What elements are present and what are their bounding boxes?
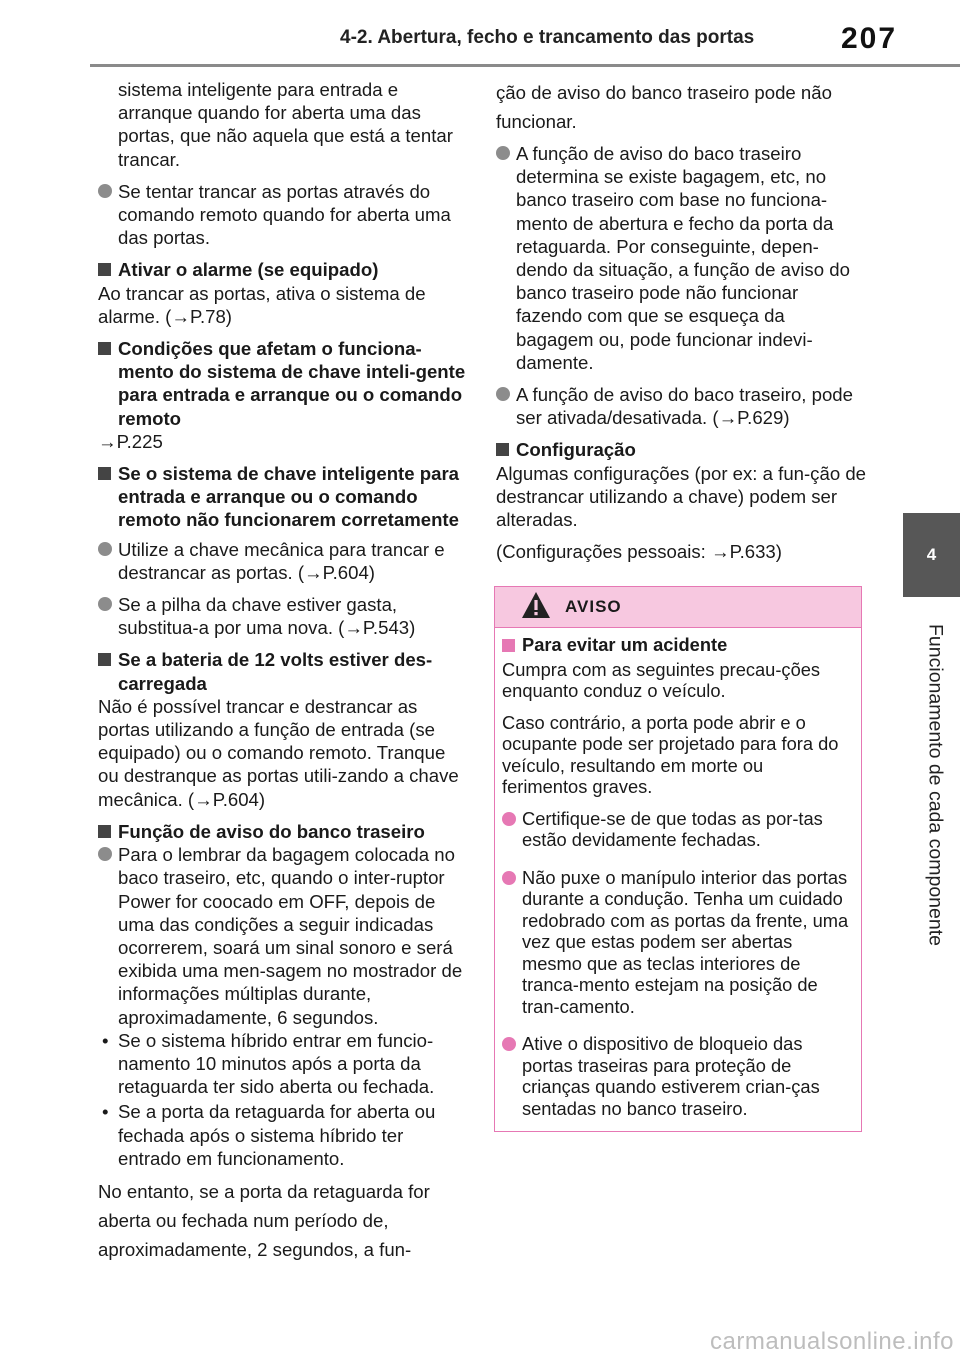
closing-text: No entanto, se a porta da retaguarda for…: [98, 1180, 430, 1260]
intro-text: sistema inteligente para entrada e arran…: [118, 79, 453, 170]
bullet-dot-icon: [98, 183, 112, 198]
square-bullet-icon: [98, 824, 111, 838]
config-text: Algumas configurações (por ex: a fun-ção…: [496, 462, 867, 531]
square-bullet-icon: [98, 263, 111, 277]
alarm-heading: Ativar o alarme (se equipado): [98, 258, 466, 281]
list-item: Não puxe o manípulo interior das portas …: [502, 867, 853, 1018]
warning-text: Caso contrário, a porta pode abrir e o o…: [502, 711, 839, 798]
square-bullet-icon: [496, 443, 509, 457]
square-bullet-icon: [502, 639, 515, 652]
list-item: Se a pilha da chave estiver gasta, subst…: [98, 593, 466, 639]
list-item: Se tentar trancar as portas através do c…: [98, 180, 466, 250]
conditions-text: →P.225: [98, 430, 163, 452]
list-item: Certifique-se de que todas as por-tas es…: [502, 808, 853, 851]
continuation-text: ção de aviso do banco traseiro pode não …: [496, 82, 832, 132]
warning-title: AVISO: [565, 597, 622, 616]
config-reference: (Configurações pessoais: →P.633): [496, 541, 782, 563]
battery-heading: Se a bateria de 12 volts estiver des-car…: [98, 648, 466, 694]
sub-list-item: • Se o sistema híbrido entrar em funcio-…: [102, 1029, 435, 1098]
right-column: ção de aviso do banco traseiro pode não …: [496, 78, 866, 572]
battery-text: Não é possível trancar e destrancar as p…: [98, 695, 459, 810]
watermark-text: carmanualsonline.info: [710, 1328, 954, 1355]
warning-triangle-icon: [522, 592, 550, 618]
chapter-tab: 4: [903, 513, 960, 597]
bullet-dot-icon: [496, 146, 510, 160]
warning-body: Para evitar um acidente Cumpra com as se…: [495, 628, 861, 1119]
list-item: Ative o dispositivo de bloqueio das port…: [502, 1033, 853, 1119]
bullet-dot-icon: [496, 387, 510, 402]
warning-text: Cumpra com as seguintes precau-ções enqu…: [502, 658, 821, 702]
bullet-dot-icon: [502, 870, 516, 885]
bullet-dot-icon: [502, 811, 516, 826]
page-number: 207: [841, 22, 898, 55]
square-bullet-icon: [98, 467, 111, 481]
conditions-heading: Condições que afetam o funciona-mento do…: [98, 337, 466, 430]
warning-heading: Para evitar um acidente: [502, 634, 853, 656]
list-item: Utilize a chave mecânica para trancar e …: [98, 538, 466, 584]
config-heading: Configuração: [496, 438, 866, 461]
square-bullet-icon: [98, 342, 111, 356]
warning-box: AVISO Para evitar um acidente Cumpra com…: [494, 586, 862, 1132]
chapter-label: Funcionamento de cada componente: [924, 624, 947, 946]
warning-header: AVISO: [495, 587, 861, 628]
bullet-dot-icon: [502, 1037, 516, 1051]
square-bullet-icon: [98, 653, 111, 667]
left-column: sistema inteligente para entrada e arran…: [98, 78, 466, 1264]
header-rule: [90, 64, 960, 67]
malfunction-heading: Se o sistema de chave inteligente para e…: [98, 462, 466, 532]
list-item: A função de aviso do baco traseiro, pode…: [496, 383, 866, 429]
bullet-dot-icon: [98, 597, 112, 612]
sub-list-item: • Se a porta da retaguarda for aberta ou…: [102, 1101, 436, 1169]
bullet-dot-icon: [98, 847, 112, 862]
rear-seat-heading: Função de aviso do banco traseiro: [98, 820, 466, 843]
bullet-dot-icon: [98, 541, 112, 556]
list-item: A função de aviso do baco traseiro deter…: [496, 142, 866, 374]
alarm-text: Ao trancar as portas, ativa o sistema de…: [98, 282, 426, 327]
list-item: Para o lembrar da bagagem colocada no ba…: [98, 843, 466, 1029]
section-title: 4-2. Abertura, fecho e trancamento das p…: [340, 27, 755, 48]
